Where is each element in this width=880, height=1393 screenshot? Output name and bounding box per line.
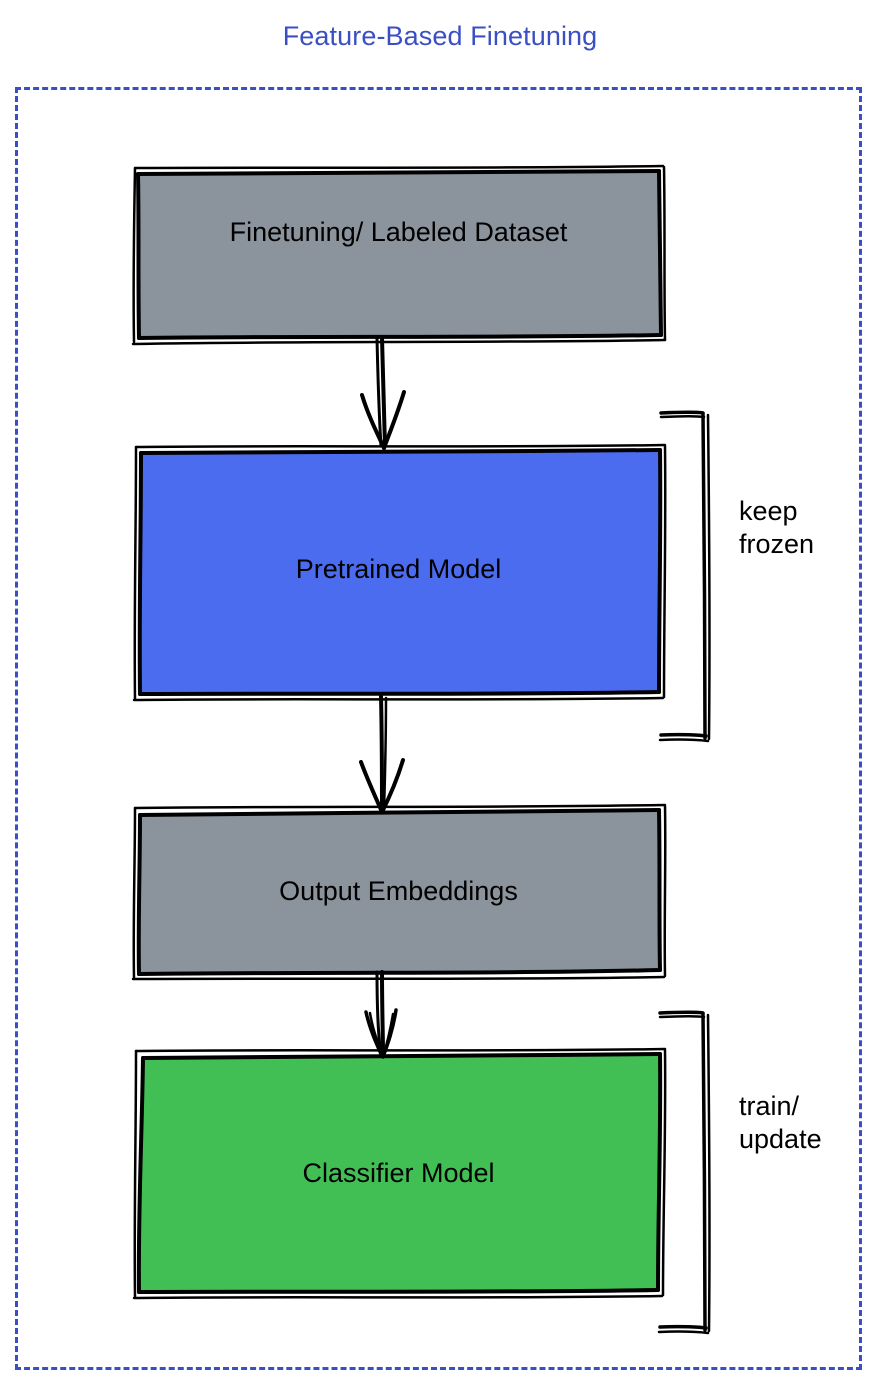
node-dataset-label: Finetuning/ Labeled Dataset [229,217,568,247]
node-dataset[interactable]: Finetuning/ Labeled Dataset [131,164,667,346]
node-classifier[interactable]: Classifier Model [132,1047,667,1300]
node-pretrained[interactable]: Pretrained Model [132,443,667,702]
annotation-keep-frozen: keep frozen [739,496,815,559]
page-title: Feature-Based Finetuning [282,21,598,51]
node-embeddings[interactable]: Output Embeddings [131,803,667,981]
node-embeddings-label: Output Embeddings [279,876,518,906]
diagram-outer-frame [15,87,862,1370]
node-dataset-shape [131,164,667,346]
annotation-train-update: train/ update [739,1091,822,1154]
node-classifier-label: Classifier Model [302,1158,495,1188]
node-pretrained-label: Pretrained Model [295,554,502,584]
